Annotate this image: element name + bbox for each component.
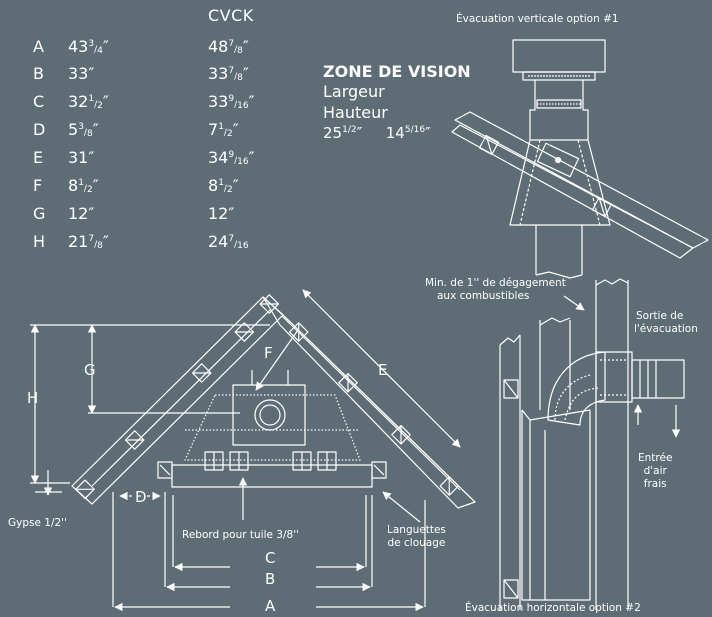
vision-zone-height-frac: 5/16: [404, 125, 426, 135]
vent-cap-collar: [522, 71, 596, 81]
fresh-air-line-3: frais: [643, 478, 667, 490]
row-key: E: [33, 148, 44, 167]
nailing-line-1: Languettes: [387, 524, 446, 536]
row-value-2: 81/2″: [208, 176, 239, 195]
table-row: B 33″ 337/8″: [33, 64, 313, 88]
dimension-label-a: A: [265, 597, 276, 615]
vision-zone-width-value: 25: [323, 124, 343, 142]
clearance-line-1: Min. de 1'' de dégagement: [425, 277, 566, 289]
row-value-2: 339/16″: [208, 92, 255, 111]
table-row: H 217/8″ 247/16: [33, 232, 313, 256]
row-value-2: 71/2″: [208, 120, 239, 139]
row-value-1: 53/8″: [68, 120, 99, 139]
fresh-air-label: Entrée d'air frais: [638, 452, 672, 491]
row-key: G: [33, 204, 46, 223]
fresh-air-line-1: Entrée: [638, 452, 673, 464]
table-row: G 12″ 12″: [33, 204, 313, 228]
nailing-line-2: de clouage: [387, 537, 446, 549]
table-column-header: CVCK: [208, 6, 254, 25]
vision-zone-values: 251/2″ 145/16″: [323, 124, 431, 142]
table-row: D 53/8″ 71/2″: [33, 120, 313, 144]
row-value-1: 81/2″: [68, 176, 99, 195]
exhaust-label: Sortie de l'évacuation: [634, 310, 698, 336]
dimension-label-e: E: [378, 361, 388, 379]
dimension-label-h: H: [27, 389, 39, 407]
vertical-vent-option-label: Évacuation verticale option #1: [456, 13, 619, 25]
dimension-label-d: D: [135, 488, 147, 506]
clearance-line-2: aux combustibles: [437, 290, 530, 302]
fresh-air-line-2: d'air: [643, 465, 667, 477]
tile-ledge-label: Rebord pour tuile 3/8'': [182, 529, 299, 541]
row-value-1: 33″: [68, 64, 95, 83]
vision-zone-width-frac: 1/2: [342, 125, 357, 135]
gypsum-label: Gypse 1/2'': [8, 517, 67, 529]
row-value-2: 12″: [208, 204, 235, 223]
vision-zone-height-label: Hauteur: [323, 103, 388, 122]
clearance-label: Min. de 1'' de dégagement aux combustibl…: [425, 277, 566, 303]
row-value-1: 31″: [68, 148, 95, 167]
row-value-1: 12″: [68, 204, 95, 223]
row-key: D: [33, 120, 46, 139]
roof-plank: [454, 111, 709, 249]
row-key: H: [33, 232, 46, 251]
dimension-label-b: B: [265, 570, 276, 588]
row-value-2: 349/16″: [208, 148, 255, 167]
side-view-drawing: [499, 278, 685, 610]
dimension-label-f: F: [264, 344, 273, 362]
vision-zone-title: ZONE DE VISION: [323, 62, 471, 81]
row-key: F: [33, 176, 43, 195]
corner-top-view-drawing: [30, 289, 476, 612]
vent-cap: [512, 39, 606, 73]
table-row: F 81/2″ 81/2″: [33, 176, 313, 200]
row-value-1: 217/8″: [68, 232, 109, 251]
table-row: C 321/2″ 339/16″: [33, 92, 313, 116]
nailing-tabs-label: Languettes de clouage: [387, 524, 446, 550]
horizontal-vent-option-label: Évacuation horizontale option #2: [465, 602, 641, 614]
table-row: A 433/4″ 487/8″: [33, 37, 313, 61]
vision-zone-height-value: 14: [385, 124, 405, 142]
dimension-label-c: C: [265, 549, 276, 567]
row-key: C: [33, 92, 45, 111]
row-key: B: [33, 64, 44, 83]
vertical-vent-drawing: [451, 39, 709, 279]
row-value-2: 247/16: [208, 232, 249, 251]
row-value-2: 487/8″: [208, 37, 249, 56]
vision-zone-width-label: Largeur: [323, 82, 385, 101]
row-value-2: 337/8″: [208, 64, 249, 83]
dimension-label-g: G: [84, 361, 96, 379]
exhaust-line-1: Sortie de: [636, 310, 684, 322]
exhaust-line-2: l'évacuation: [634, 323, 698, 335]
row-key: A: [33, 37, 44, 56]
row-value-1: 321/2″: [68, 92, 109, 111]
row-value-1: 433/4″: [68, 37, 109, 56]
table-row: E 31″ 349/16″: [33, 148, 313, 172]
